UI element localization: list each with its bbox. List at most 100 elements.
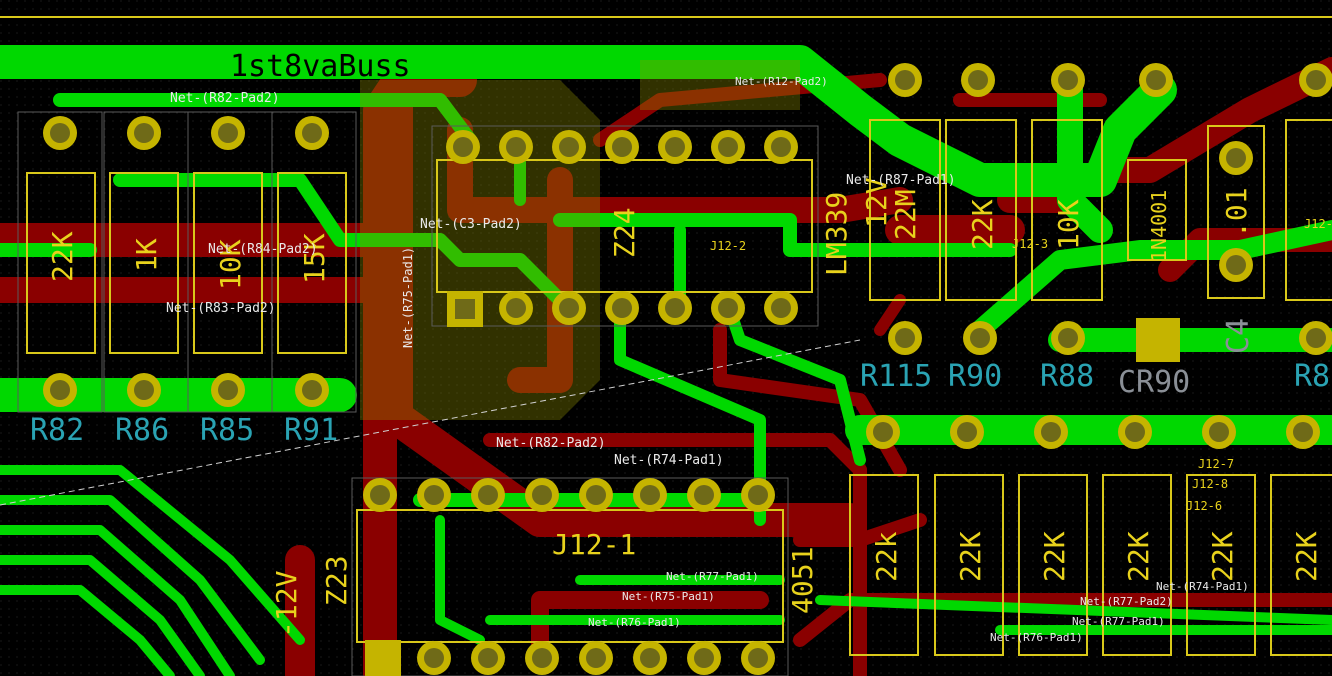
reference-label: R115 [860,359,932,394]
resistor-value: 10K [1052,199,1085,250]
pin-label: J12-6 [1186,499,1222,513]
pad-hole [134,380,154,400]
power-label: -12V [270,570,303,638]
net-label: Net-(R84-Pad2) [208,242,318,257]
net-label: Net-(R74-Pad1) [1156,580,1249,593]
pad-hole [506,137,526,157]
resistor-outline [1270,474,1332,656]
pad-hole [302,123,322,143]
resistor-value: 22k [870,531,903,582]
pad-hole [694,648,714,668]
pad-square [1136,318,1180,362]
pad-hole [586,648,606,668]
reference-label: R88 [1040,359,1094,394]
copper-zone [640,60,800,110]
diode-outline [1127,159,1187,261]
pad-hole [771,298,791,318]
power-label: 12V [860,177,893,228]
pin-label: J12-2 [1304,217,1332,231]
net-label: Net-(R12-Pad2) [735,75,828,88]
pad-hole [1293,422,1313,442]
resistor-outline [1285,119,1332,301]
reference-label: R85 [200,413,254,448]
net-label: Net-(R74-Pad1) [614,453,724,468]
reference-label: CR90 [1118,365,1190,400]
copper-zone [360,80,600,420]
pad-hole [612,137,632,157]
resistor-outlines-left [17,111,357,413]
pad-hole [1041,422,1061,442]
ic-label: Z24 [608,207,641,258]
ic-label: J12-2 [710,239,746,253]
pad-hole [586,485,606,505]
pad-hole [1306,328,1326,348]
diode-label: 1N4001 [1147,190,1171,262]
net-label: Net-(R82-Pad2) [496,436,606,451]
pad-hole [1058,70,1078,90]
ic-label: Z23 [320,555,353,606]
net-label: Net-(R83-Pad2) [166,301,276,316]
reference-label: R86 [115,413,169,448]
pad-hole [970,328,990,348]
pad-hole [134,123,154,143]
pad-hole [302,380,322,400]
resistor-value: 22K [1290,531,1323,582]
pad-square [365,640,401,676]
ic-label: LM339 [820,192,853,276]
pad-hole [50,380,70,400]
pad-hole [532,648,552,668]
capacitor-value: .01 [1220,187,1253,238]
resistor-outline [1102,474,1172,656]
reference-label: R91 [284,413,338,448]
net-label: Net-(R76-Pad1) [990,631,1083,644]
pad-hole [665,298,685,318]
pad-hole [640,485,660,505]
resistor-outline [277,172,347,354]
resistor-outline [934,474,1004,656]
pad-hole [453,137,473,157]
ic-courtyard-z23 [351,477,789,676]
net-label: Net-(R75-Pad1) [622,590,715,603]
pad-hole [1125,422,1145,442]
resistor-outline [26,172,96,354]
courtyard [17,111,103,413]
pin-label: J12-7 [1198,457,1234,471]
pad-hole [218,123,238,143]
pad-hole [1226,255,1246,275]
net-label: Net-(R77-Pad1) [666,570,759,583]
pad-hole [559,298,579,318]
pad-hole [718,137,738,157]
resistor-value: 22M [889,189,922,240]
reference-label: C4 [1221,318,1256,354]
pads [43,63,1332,675]
resistor-value: 1K [130,238,163,272]
pad-hole [1226,148,1246,168]
net-label: Net-(R82-Pad2) [170,91,280,106]
pin-label: J12-3 [1012,237,1048,251]
pad-hole [640,648,660,668]
resistor-outline [1186,474,1256,656]
pad-hole [424,648,444,668]
pad-hole [873,422,893,442]
resistor-outline [109,172,179,354]
pad-hole [694,485,714,505]
pad-hole [968,70,988,90]
resistor-value: 22K [46,231,79,282]
pad-hole [559,137,579,157]
pad-hole [1146,70,1166,90]
pad-square-hole [455,299,475,319]
pad-hole [478,485,498,505]
pad-hole [665,137,685,157]
net-label: Net-(R75-Pad1) [401,247,415,348]
resistor-outline [869,119,941,301]
pad-hole [1209,422,1229,442]
net-label: Net-(R87-Pad1) [846,173,956,188]
pad-hole [478,648,498,668]
resistor-value: 22K [954,531,987,582]
resistor-outlines-right [849,119,1332,656]
pad-hole [1306,70,1326,90]
pad-hole [50,123,70,143]
pin-label: J12-8 [1192,477,1228,491]
net-label: Net-(R77-Pad1) [1072,615,1165,628]
